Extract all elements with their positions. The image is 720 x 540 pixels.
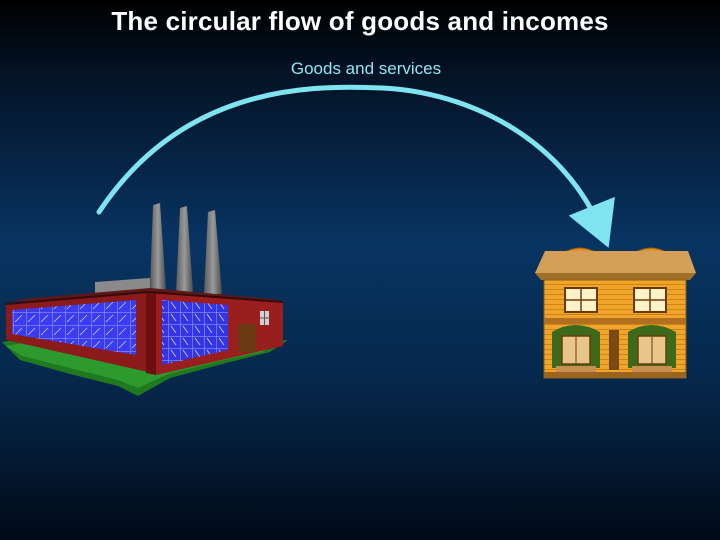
goods-flow-arrow — [99, 87, 603, 234]
factory-icon — [2, 203, 288, 396]
house-icon — [535, 248, 696, 378]
